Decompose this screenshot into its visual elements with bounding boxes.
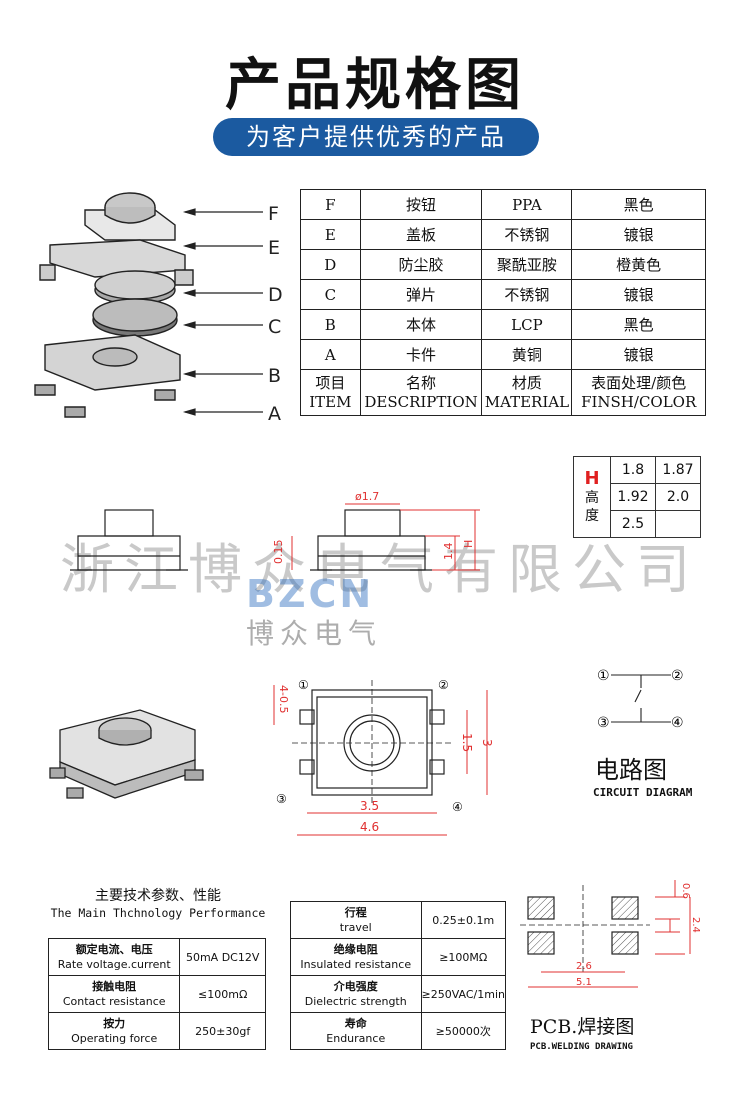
- bom-material: PPA: [481, 189, 573, 220]
- height-empty: [655, 510, 701, 538]
- dim-d2: 1.4: [442, 543, 455, 561]
- circuit-pin-3: ③: [597, 715, 610, 731]
- height-table: H 高 度 1.8 1.87 1.92 2.0 2.5: [573, 456, 701, 538]
- bzcn-logo: BZCN: [246, 572, 375, 616]
- bom-material: 聚酰亚胺: [481, 249, 573, 280]
- circuit-pin-4: ④: [671, 715, 684, 731]
- bom-name: 卡件: [359, 339, 483, 370]
- bom-finish: 橙黄色: [571, 249, 706, 280]
- performance-title: 主要技术参数、性能: [95, 888, 221, 904]
- bom-finish: 黑色: [571, 309, 706, 340]
- bom-finish: 镀银: [571, 219, 706, 250]
- bom-name: 防尘胶: [359, 249, 483, 280]
- circuit-pin-2: ②: [671, 668, 684, 684]
- height-value: 1.8: [610, 456, 656, 484]
- dim-h1: 1.5: [460, 733, 474, 752]
- table-row: E 盖板 不锈钢 镀银: [300, 219, 706, 250]
- top-view-drawing: 4-0.5 ① ② ③ ④ 1.5 3 3.5 4.6: [273, 678, 494, 836]
- dim-d1: 0.15: [272, 540, 285, 565]
- pcb-dim-c: 2.6: [576, 961, 592, 972]
- bom-finish: 镀银: [571, 279, 706, 310]
- bom-finish: 镀银: [571, 339, 706, 370]
- bom-item: B: [300, 309, 361, 340]
- bom-name: 盖板: [359, 219, 483, 250]
- callout-c: C: [268, 316, 282, 338]
- circuit-diagram: ① ② ③ ④: [597, 668, 684, 731]
- dim-pitch: 4-0.5: [277, 685, 290, 713]
- table-row: D 防尘胶 聚酰亚胺 橙黄色: [300, 249, 706, 280]
- height-value: 1.87: [655, 456, 701, 484]
- table-row: F 按钮 PPA 黑色: [300, 189, 706, 220]
- exploded-view-illustration: [34, 192, 263, 418]
- bom-name: 弹片: [359, 279, 483, 310]
- bom-name: 本体: [359, 309, 483, 340]
- table-row: A 卡件 黄铜 镀银: [300, 339, 706, 370]
- bom-item: E: [300, 219, 361, 250]
- bom-material: LCP: [481, 309, 573, 340]
- bom-item: F: [300, 189, 361, 220]
- bom-item: A: [300, 339, 361, 370]
- bom-name: 按钮: [359, 189, 483, 220]
- callout-e: E: [268, 237, 281, 259]
- pin-3-label: ③: [276, 792, 287, 806]
- bzcn-logo-cn: 博众电气: [246, 617, 383, 650]
- dim-h: H: [462, 540, 475, 548]
- pcb-label: PCB.焊接图: [530, 1016, 635, 1038]
- dim-w2: 4.6: [360, 820, 379, 834]
- pcb-dim-a: 0.6: [680, 883, 691, 899]
- subtitle-banner: 为客户提供优秀的产品: [213, 118, 539, 156]
- page-title: 产品规格图: [225, 53, 525, 118]
- bom-finish: 黑色: [571, 189, 706, 220]
- dim-h2: 3: [480, 739, 494, 747]
- bom-table: F 按钮 PPA 黑色 E 盖板 不锈钢 镀银 D 防尘胶 聚酰亚胺 橙黄色 C…: [300, 189, 706, 416]
- callout-f: F: [268, 203, 279, 225]
- bom-material: 不锈钢: [481, 219, 573, 250]
- pin-4-label: ④: [452, 800, 463, 814]
- bom-material: 不锈钢: [481, 279, 573, 310]
- table-row: B 本体 LCP 黑色: [300, 309, 706, 340]
- bom-item: D: [300, 249, 361, 280]
- pin-2-label: ②: [438, 678, 449, 692]
- dim-diameter: ø1.7: [355, 490, 379, 503]
- side-view-drawings: ø1.7 0.15 1.4 H: [70, 490, 480, 571]
- performance-title-en: The Main Thchnology Performance: [50, 906, 266, 920]
- pcb-dim-d: 5.1: [576, 977, 592, 988]
- height-label: H 高 度: [573, 456, 611, 538]
- isometric-view: [49, 709, 204, 799]
- height-value: 2.5: [610, 510, 656, 538]
- pin-1-label: ①: [298, 678, 309, 692]
- pcb-label-en: PCB.WELDING DRAWING: [530, 1042, 633, 1052]
- dim-w1: 3.5: [360, 799, 379, 813]
- circuit-label-en: CIRCUIT DIAGRAM: [593, 786, 693, 799]
- bom-material: 黄铜: [481, 339, 573, 370]
- callout-a: A: [268, 403, 281, 425]
- circuit-label: 电路图: [595, 756, 667, 784]
- height-value: 1.92: [610, 483, 656, 511]
- circuit-pin-1: ①: [597, 668, 610, 684]
- table-row: C 弹片 不锈钢 镀银: [300, 279, 706, 310]
- pcb-welding-drawing: 0.6 2.4 2.6 5.1: [520, 880, 701, 988]
- callout-d: D: [268, 284, 283, 306]
- bom-item: C: [300, 279, 361, 310]
- pcb-dim-b: 2.4: [690, 917, 701, 933]
- callout-b: B: [268, 365, 282, 387]
- height-value: 2.0: [655, 483, 701, 511]
